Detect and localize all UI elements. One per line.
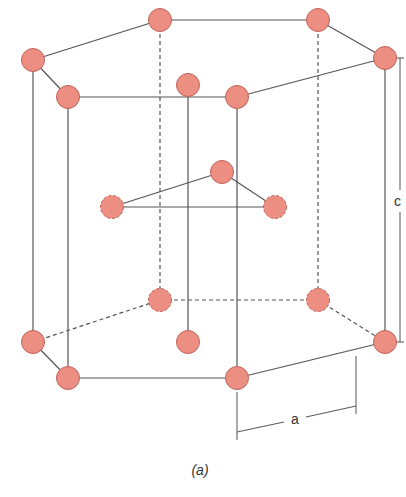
cell-edge	[384, 58, 385, 342]
cell-edges	[33, 20, 385, 378]
cell-edge	[68, 377, 237, 378]
extension-line	[356, 356, 357, 414]
cell-edge	[33, 20, 160, 60]
cell-edge	[159, 20, 160, 300]
atom	[307, 289, 330, 312]
atom	[226, 367, 249, 390]
atom	[57, 367, 80, 390]
dimension-label: c	[392, 193, 403, 209]
dimension-line	[237, 422, 284, 432]
cell-edge	[160, 19, 318, 20]
cell-edge	[237, 342, 385, 378]
atom	[177, 331, 200, 354]
atom	[211, 161, 234, 184]
cell-edge	[160, 299, 318, 300]
atom	[57, 86, 80, 109]
atom	[374, 331, 397, 354]
atom	[226, 86, 249, 109]
figure-caption-label: (a)	[189, 462, 210, 478]
atom	[374, 47, 397, 70]
cell-edge	[67, 97, 68, 378]
cell-edge	[33, 300, 160, 342]
cell-edge	[237, 58, 385, 97]
cell-edge	[32, 60, 33, 342]
cell-edge	[187, 85, 188, 342]
cell-edge	[112, 172, 222, 207]
atom	[307, 9, 330, 32]
cell-edge	[112, 206, 275, 207]
cell-edge	[317, 20, 318, 300]
dimension-lines	[237, 58, 404, 440]
dimension-line	[400, 212, 401, 342]
cell-edge	[236, 97, 237, 378]
atom	[264, 196, 287, 219]
atoms	[22, 9, 397, 390]
atom	[177, 74, 200, 97]
extension-line	[237, 392, 238, 440]
atom	[101, 196, 124, 219]
atom	[149, 9, 172, 32]
dimension-line	[400, 58, 401, 190]
atom	[22, 331, 45, 354]
atom	[149, 289, 172, 312]
atom	[22, 49, 45, 72]
cell-edge	[68, 96, 237, 97]
dimension-label: a	[289, 411, 301, 427]
dimension-line	[306, 406, 356, 417]
